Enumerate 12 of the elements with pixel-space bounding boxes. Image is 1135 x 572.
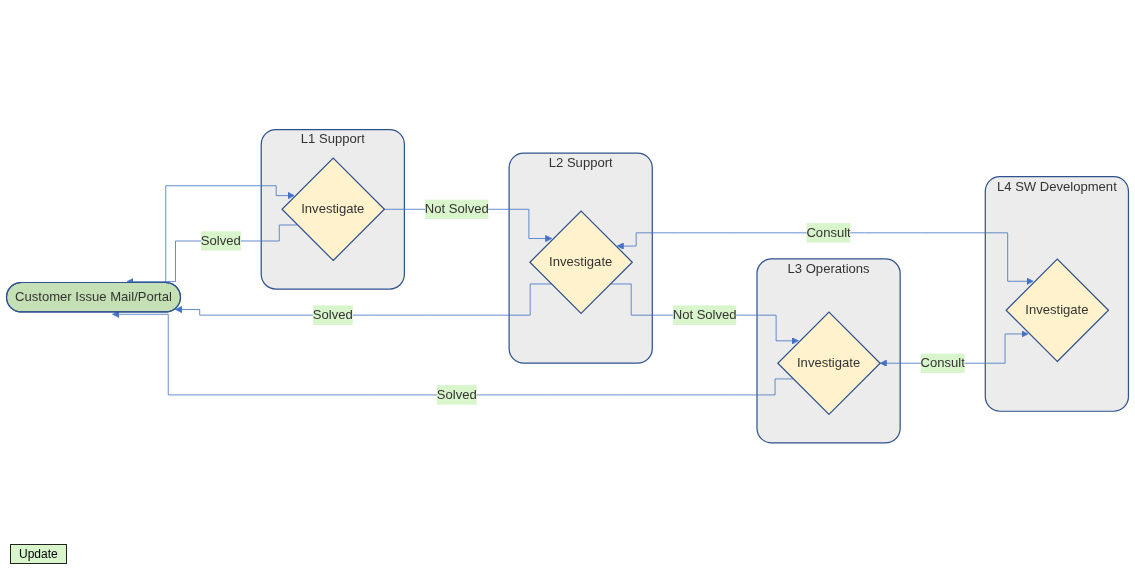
- node-diamond: Investigate: [776, 310, 882, 415]
- edge-label: Not Solved: [424, 201, 489, 216]
- edge-label: Consult: [806, 225, 851, 240]
- edge-label: Not Solved: [672, 307, 737, 322]
- edge-label: Solved: [312, 307, 353, 322]
- edge-label: Solved: [200, 233, 241, 248]
- note-label: Update: [10, 544, 67, 564]
- edge-label: Consult: [920, 355, 965, 370]
- node-diamond: Investigate: [281, 157, 386, 262]
- node-diamond: Investigate: [529, 209, 634, 314]
- edge-label: Solved: [436, 387, 477, 402]
- node-diamond: Investigate: [1005, 257, 1110, 363]
